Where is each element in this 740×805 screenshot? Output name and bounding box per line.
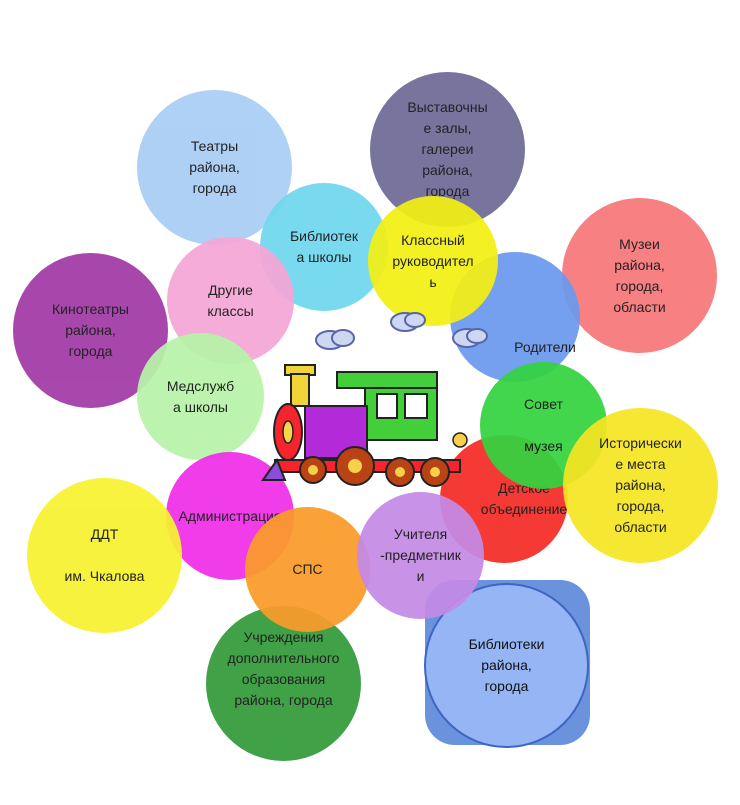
bubble-label: Совет музея	[524, 396, 563, 454]
train-illustration	[261, 312, 488, 487]
bubble-label: Медслужб а школы	[166, 377, 235, 415]
bubble-label: Театры района, города	[189, 138, 240, 196]
bubble-label: СПС	[292, 561, 323, 577]
bubble-klassny: Классный руководител ь	[368, 196, 498, 326]
bubble-label: Учреждения дополнительного образования р…	[227, 628, 340, 708]
bubble-label: Исторически е места района, города, обла…	[599, 435, 682, 535]
bubble-label: Родители	[514, 338, 576, 355]
bubble-label: Библиотеки района, города	[468, 636, 545, 694]
bubble-sps: СПС	[245, 507, 370, 632]
bubble-label: Выставочны е залы, галереи района, город…	[407, 99, 488, 199]
bubble-uchrezhdeniya: Учреждения дополнительного образования р…	[206, 606, 361, 761]
bubble-label: Учителя -предметник и	[380, 526, 461, 584]
bubble-label: Библиотек а школы	[289, 228, 359, 265]
bubble-label: Администрация	[178, 507, 282, 524]
bubble-label: Классный руководител ь	[392, 231, 474, 290]
bubble-uchitelya: Учителя -предметник и	[357, 492, 484, 619]
bubble-muzei: Музеи района, города, области	[562, 198, 717, 353]
bubble-ddt: ДДТ им. Чкалова	[27, 478, 182, 633]
bubble-label: Кинотеатры района, города	[52, 301, 129, 359]
bubble-label: ДДТ им. Чкалова	[64, 526, 145, 584]
bubble-istoricheskie: Исторически е места района, города, обла…	[563, 408, 718, 563]
bubble-label: Музеи района, города, области	[613, 235, 666, 315]
bubble-biblioteki-rayona: Библиотеки района, города	[424, 583, 589, 748]
smoke-cloud-icon	[315, 312, 488, 350]
bubble-label: Другие классы	[207, 281, 254, 319]
bubble-medsluzhba: Медслужб а школы	[137, 333, 264, 460]
